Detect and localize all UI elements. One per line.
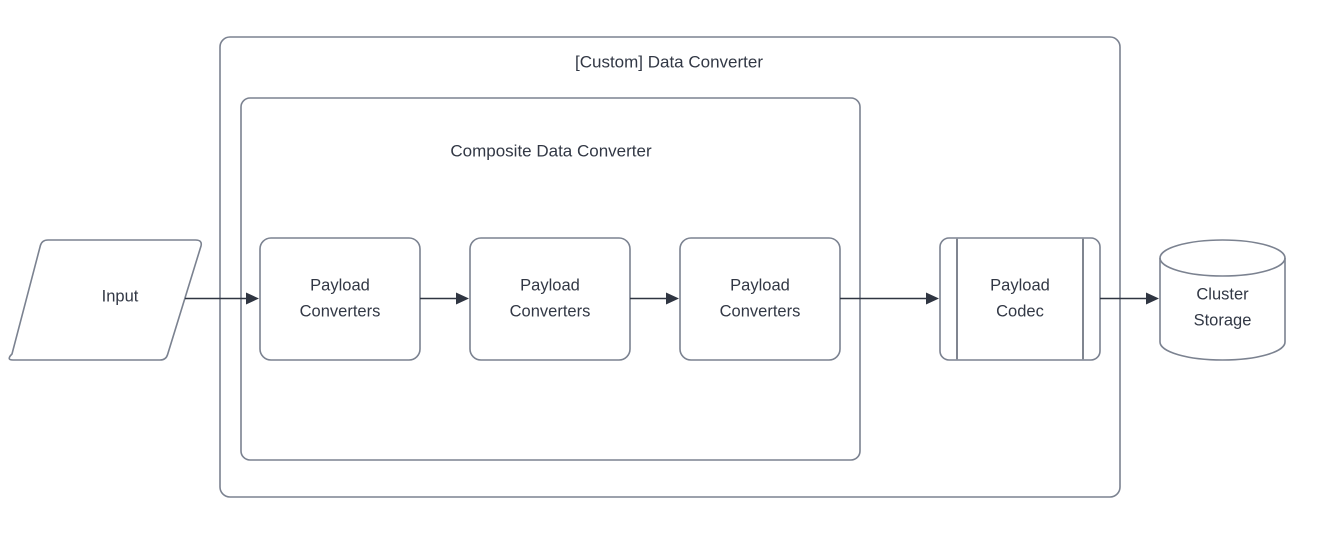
edge-codec-to-storage-arrowhead (1146, 292, 1159, 305)
payload-converters-2-fill (470, 238, 630, 360)
payload-converters-1-label-line-1: Payload (310, 276, 370, 294)
payload-converters-1-fill (260, 238, 420, 360)
custom-data-converter-border (219, 36, 1121, 498)
composite-data-converter-label: Composite Data Converter (450, 141, 652, 160)
cluster-storage-body-border (1159, 258, 1286, 361)
payload-converters-2-label-line-2: Converters (510, 302, 591, 320)
edge-pc3-to-codec-arrowhead (926, 292, 939, 305)
edge-pc2-to-pc3-arrowhead (666, 292, 679, 305)
edge-payload-converters-1-to-2 (420, 292, 469, 305)
input-label: Input (102, 287, 139, 305)
payload-converters-1-label-line-2: Converters (300, 302, 381, 320)
node-payload-codec[interactable]: Payload Codec (939, 237, 1101, 361)
payload-codec-label-line-1: Payload (990, 276, 1050, 294)
cluster-storage-top-border (1159, 239, 1286, 277)
payload-codec-fill (940, 238, 1100, 360)
node-cluster-storage[interactable]: Cluster Storage (1159, 239, 1286, 361)
payload-converters-3-fill (680, 238, 840, 360)
edge-payload-converters-3-to-payload-codec (840, 292, 939, 305)
edge-input-to-pc1-arrowhead (246, 292, 259, 305)
cluster-storage-body-fill (1160, 258, 1285, 360)
payload-codec-label-line-2: Codec (996, 302, 1044, 320)
edge-input-to-payload-converters-1 (185, 292, 259, 305)
cluster-storage-label-line-1: Cluster (1196, 285, 1249, 303)
input-fill (9, 240, 202, 360)
payload-converters-3-label-line-1: Payload (730, 276, 790, 294)
cluster-storage-top-fill (1160, 240, 1285, 276)
payload-converters-2-label-line-1: Payload (520, 276, 580, 294)
edge-payload-codec-to-cluster-storage (1100, 292, 1159, 305)
custom-data-converter-label: [Custom] Data Converter (575, 52, 763, 71)
node-payload-converters-1[interactable]: Payload Converters (259, 237, 421, 361)
composite-data-converter-border (240, 97, 861, 461)
input-border (8, 239, 203, 361)
edge-pc1-to-pc2-arrowhead (456, 292, 469, 305)
node-payload-converters-2[interactable]: Payload Converters (469, 237, 631, 361)
payload-converters-3-label-line-2: Converters (720, 302, 801, 320)
cluster-storage-label-line-2: Storage (1194, 311, 1252, 329)
node-input[interactable]: Input (8, 239, 203, 361)
edge-payload-converters-2-to-3 (630, 292, 679, 305)
node-payload-converters-3[interactable]: Payload Converters (679, 237, 841, 361)
